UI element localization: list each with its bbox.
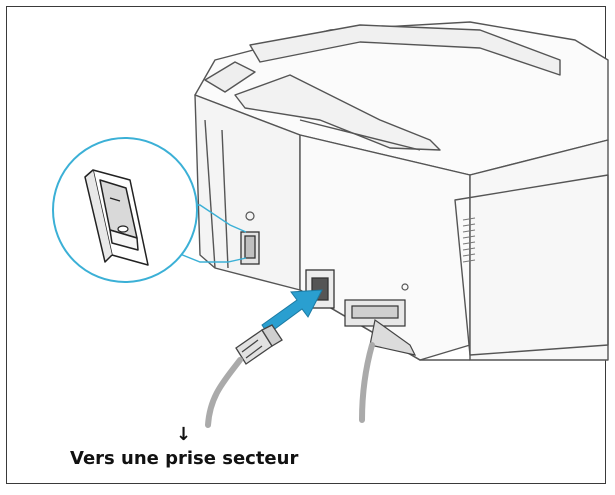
printer-power-switch (240, 231, 260, 265)
power-switch-icon (84, 169, 149, 266)
caption-arrow: ↓ (176, 424, 192, 445)
power-outlet-caption: Vers une prise secteur (70, 448, 299, 469)
interface-cable (369, 318, 417, 356)
screw-hole (245, 211, 255, 221)
interface-cable-wire (359, 342, 375, 423)
printer-vents (462, 217, 476, 263)
screw-hole (401, 283, 409, 291)
power-plug-icon (235, 324, 283, 365)
printer-body (194, 21, 609, 361)
power-socket (305, 269, 335, 309)
power-cord (205, 357, 243, 428)
